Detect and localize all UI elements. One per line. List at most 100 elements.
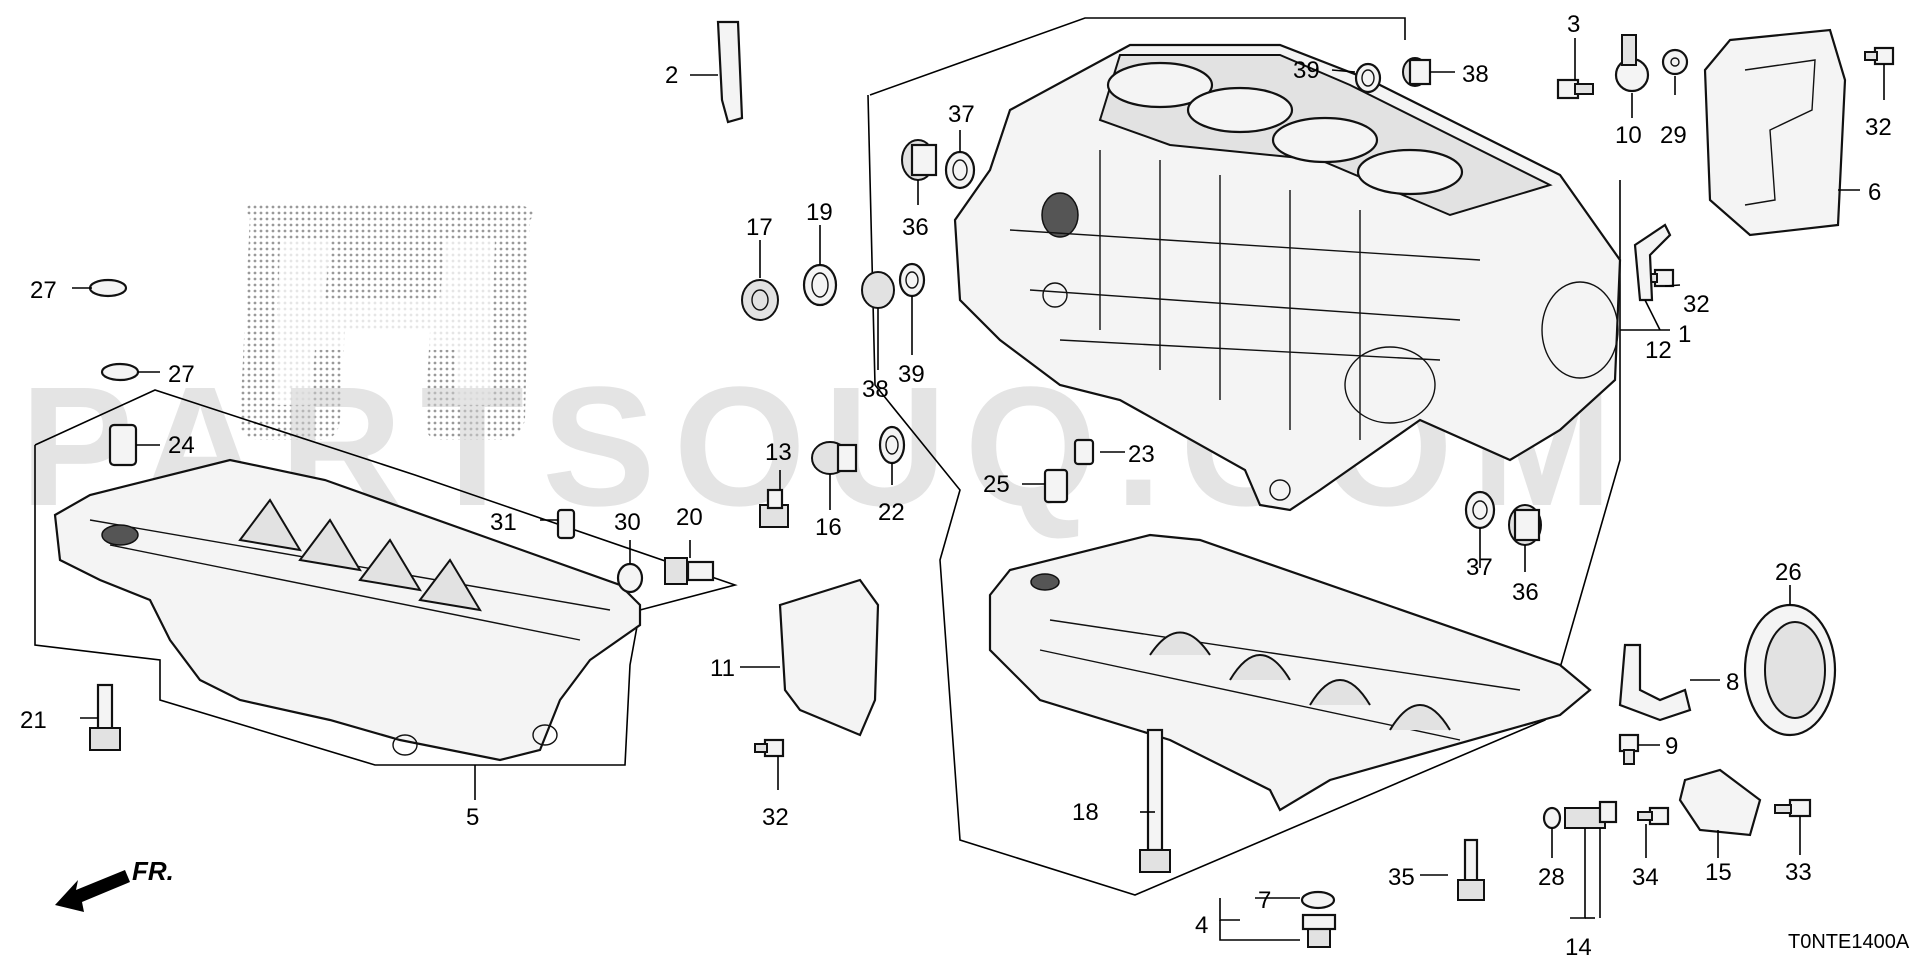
bracket-part-8 xyxy=(1618,643,1692,722)
oil-pan xyxy=(53,458,642,762)
washer-part-37-a xyxy=(944,150,976,190)
drain-bolt-part-20 xyxy=(664,557,715,585)
callout-labels: 1 2 3 4 5 6 7 8 9 10 11 12 13 14 15 16 1… xyxy=(20,11,1892,960)
plug-part-38-a xyxy=(1402,57,1432,87)
bracket-part-12 xyxy=(1633,223,1672,302)
dowel-part-31 xyxy=(556,508,576,540)
plug-part-4 xyxy=(1301,913,1337,948)
washer-part-37-b xyxy=(1464,490,1496,530)
callout-15: 15 xyxy=(1705,859,1732,886)
callout-24-25: 25 xyxy=(983,471,1010,498)
front-direction-indicator: FR. xyxy=(55,856,174,912)
bolt-part-32-c xyxy=(754,738,785,758)
callout-4: 4 xyxy=(1195,912,1208,939)
callout-7: 7 xyxy=(1258,887,1271,914)
cover-part-15 xyxy=(1678,768,1762,837)
plug-part-36-b xyxy=(1508,504,1542,546)
callout-1: 1 xyxy=(1678,321,1691,348)
sensor-part-14 xyxy=(1564,800,1618,829)
callout-2: 2 xyxy=(665,62,678,89)
callout-21: 21 xyxy=(20,707,47,734)
plug-part-38-b xyxy=(861,271,895,309)
brand-logo-watermark xyxy=(240,205,534,440)
callout-30: 30 xyxy=(614,509,641,536)
washer-part-7 xyxy=(1300,890,1336,910)
bolt-part-33 xyxy=(1774,798,1812,818)
o-ring-part-28 xyxy=(1542,806,1562,830)
bolt-part-9 xyxy=(1618,733,1640,765)
plug-part-17 xyxy=(741,279,779,321)
callout-32-a: 32 xyxy=(1865,114,1892,141)
knock-sensor-part-10 xyxy=(1614,34,1650,93)
bolt-part-32-a xyxy=(1864,46,1895,66)
callout-38-b: 38 xyxy=(862,376,889,403)
plug-part-16 xyxy=(811,441,858,475)
callout-32-c: 32 xyxy=(762,804,789,831)
callout-9: 9 xyxy=(1665,733,1678,760)
lower-crankcase xyxy=(988,533,1592,812)
callout-19: 19 xyxy=(806,199,833,226)
callout-27-b: 27 xyxy=(168,361,195,388)
oil-seal-part-26 xyxy=(1743,603,1837,737)
bolt-part-21 xyxy=(89,683,121,751)
washer-part-27-a xyxy=(88,278,128,298)
leader-lines xyxy=(72,38,1885,941)
cover-part-6 xyxy=(1703,28,1847,237)
bracket-part-2 xyxy=(716,20,744,124)
cover-part-11 xyxy=(778,578,880,737)
oil-pressure-switch-part-13 xyxy=(759,488,789,528)
callout-27-a: 27 xyxy=(30,277,57,304)
callout-26: 26 xyxy=(1775,559,1802,586)
drawing-code: T0NTE1400A xyxy=(1788,931,1910,953)
callout-31: 31 xyxy=(490,509,517,536)
callout-17: 17 xyxy=(746,214,773,241)
callout-36-b: 36 xyxy=(1512,579,1539,606)
callout-38-a: 38 xyxy=(1462,61,1489,88)
cylinder-block-group-outline xyxy=(867,17,1670,896)
callout-13: 13 xyxy=(765,439,792,466)
callout-20: 20 xyxy=(676,504,703,531)
callout-39-b: 39 xyxy=(898,361,925,388)
bolt-part-35 xyxy=(1457,838,1485,901)
callout-6: 6 xyxy=(1868,179,1881,206)
callout-39-a: 39 xyxy=(1293,57,1320,84)
callout-28: 28 xyxy=(1538,864,1565,891)
callout-23: 23 xyxy=(1128,441,1155,468)
washer-part-30 xyxy=(616,562,644,594)
cylinder-block xyxy=(953,43,1622,512)
callout-33: 33 xyxy=(1785,859,1812,886)
callout-29: 29 xyxy=(1660,122,1687,149)
callout-37-b: 37 xyxy=(1466,554,1493,581)
callout-12: 12 xyxy=(1645,337,1672,364)
dowel-part-25 xyxy=(1043,468,1069,504)
callout-11: 11 xyxy=(710,655,735,682)
nut-part-29 xyxy=(1661,48,1689,76)
collar-part-24 xyxy=(108,423,138,467)
oil-pan-group-outline xyxy=(34,389,738,766)
washer-part-39-a xyxy=(1354,62,1382,94)
bolt-part-18 xyxy=(1139,728,1171,873)
washer-part-22 xyxy=(878,425,906,465)
bolt-part-3 xyxy=(1556,78,1594,100)
washer-part-27-b xyxy=(100,362,140,382)
callout-16: 16 xyxy=(815,514,842,541)
callout-10: 10 xyxy=(1615,122,1642,149)
callout-22: 22 xyxy=(878,499,905,526)
direction-label: FR. xyxy=(132,856,174,886)
callout-18: 18 xyxy=(1072,799,1099,826)
arrow-icon xyxy=(55,870,130,912)
callout-5: 5 xyxy=(466,804,479,831)
bolt-part-34 xyxy=(1637,806,1670,826)
callout-24: 24 xyxy=(168,432,195,459)
dowel-part-23 xyxy=(1073,438,1095,466)
washer-part-19 xyxy=(802,263,838,307)
callout-32-b: 32 xyxy=(1683,291,1710,318)
small-parts xyxy=(88,20,1895,948)
callout-34: 34 xyxy=(1632,864,1659,891)
callout-8: 8 xyxy=(1726,669,1739,696)
callout-3: 3 xyxy=(1567,11,1580,38)
plug-part-36-a xyxy=(901,139,938,181)
callout-35: 35 xyxy=(1388,864,1415,891)
callout-14: 14 xyxy=(1565,934,1592,960)
